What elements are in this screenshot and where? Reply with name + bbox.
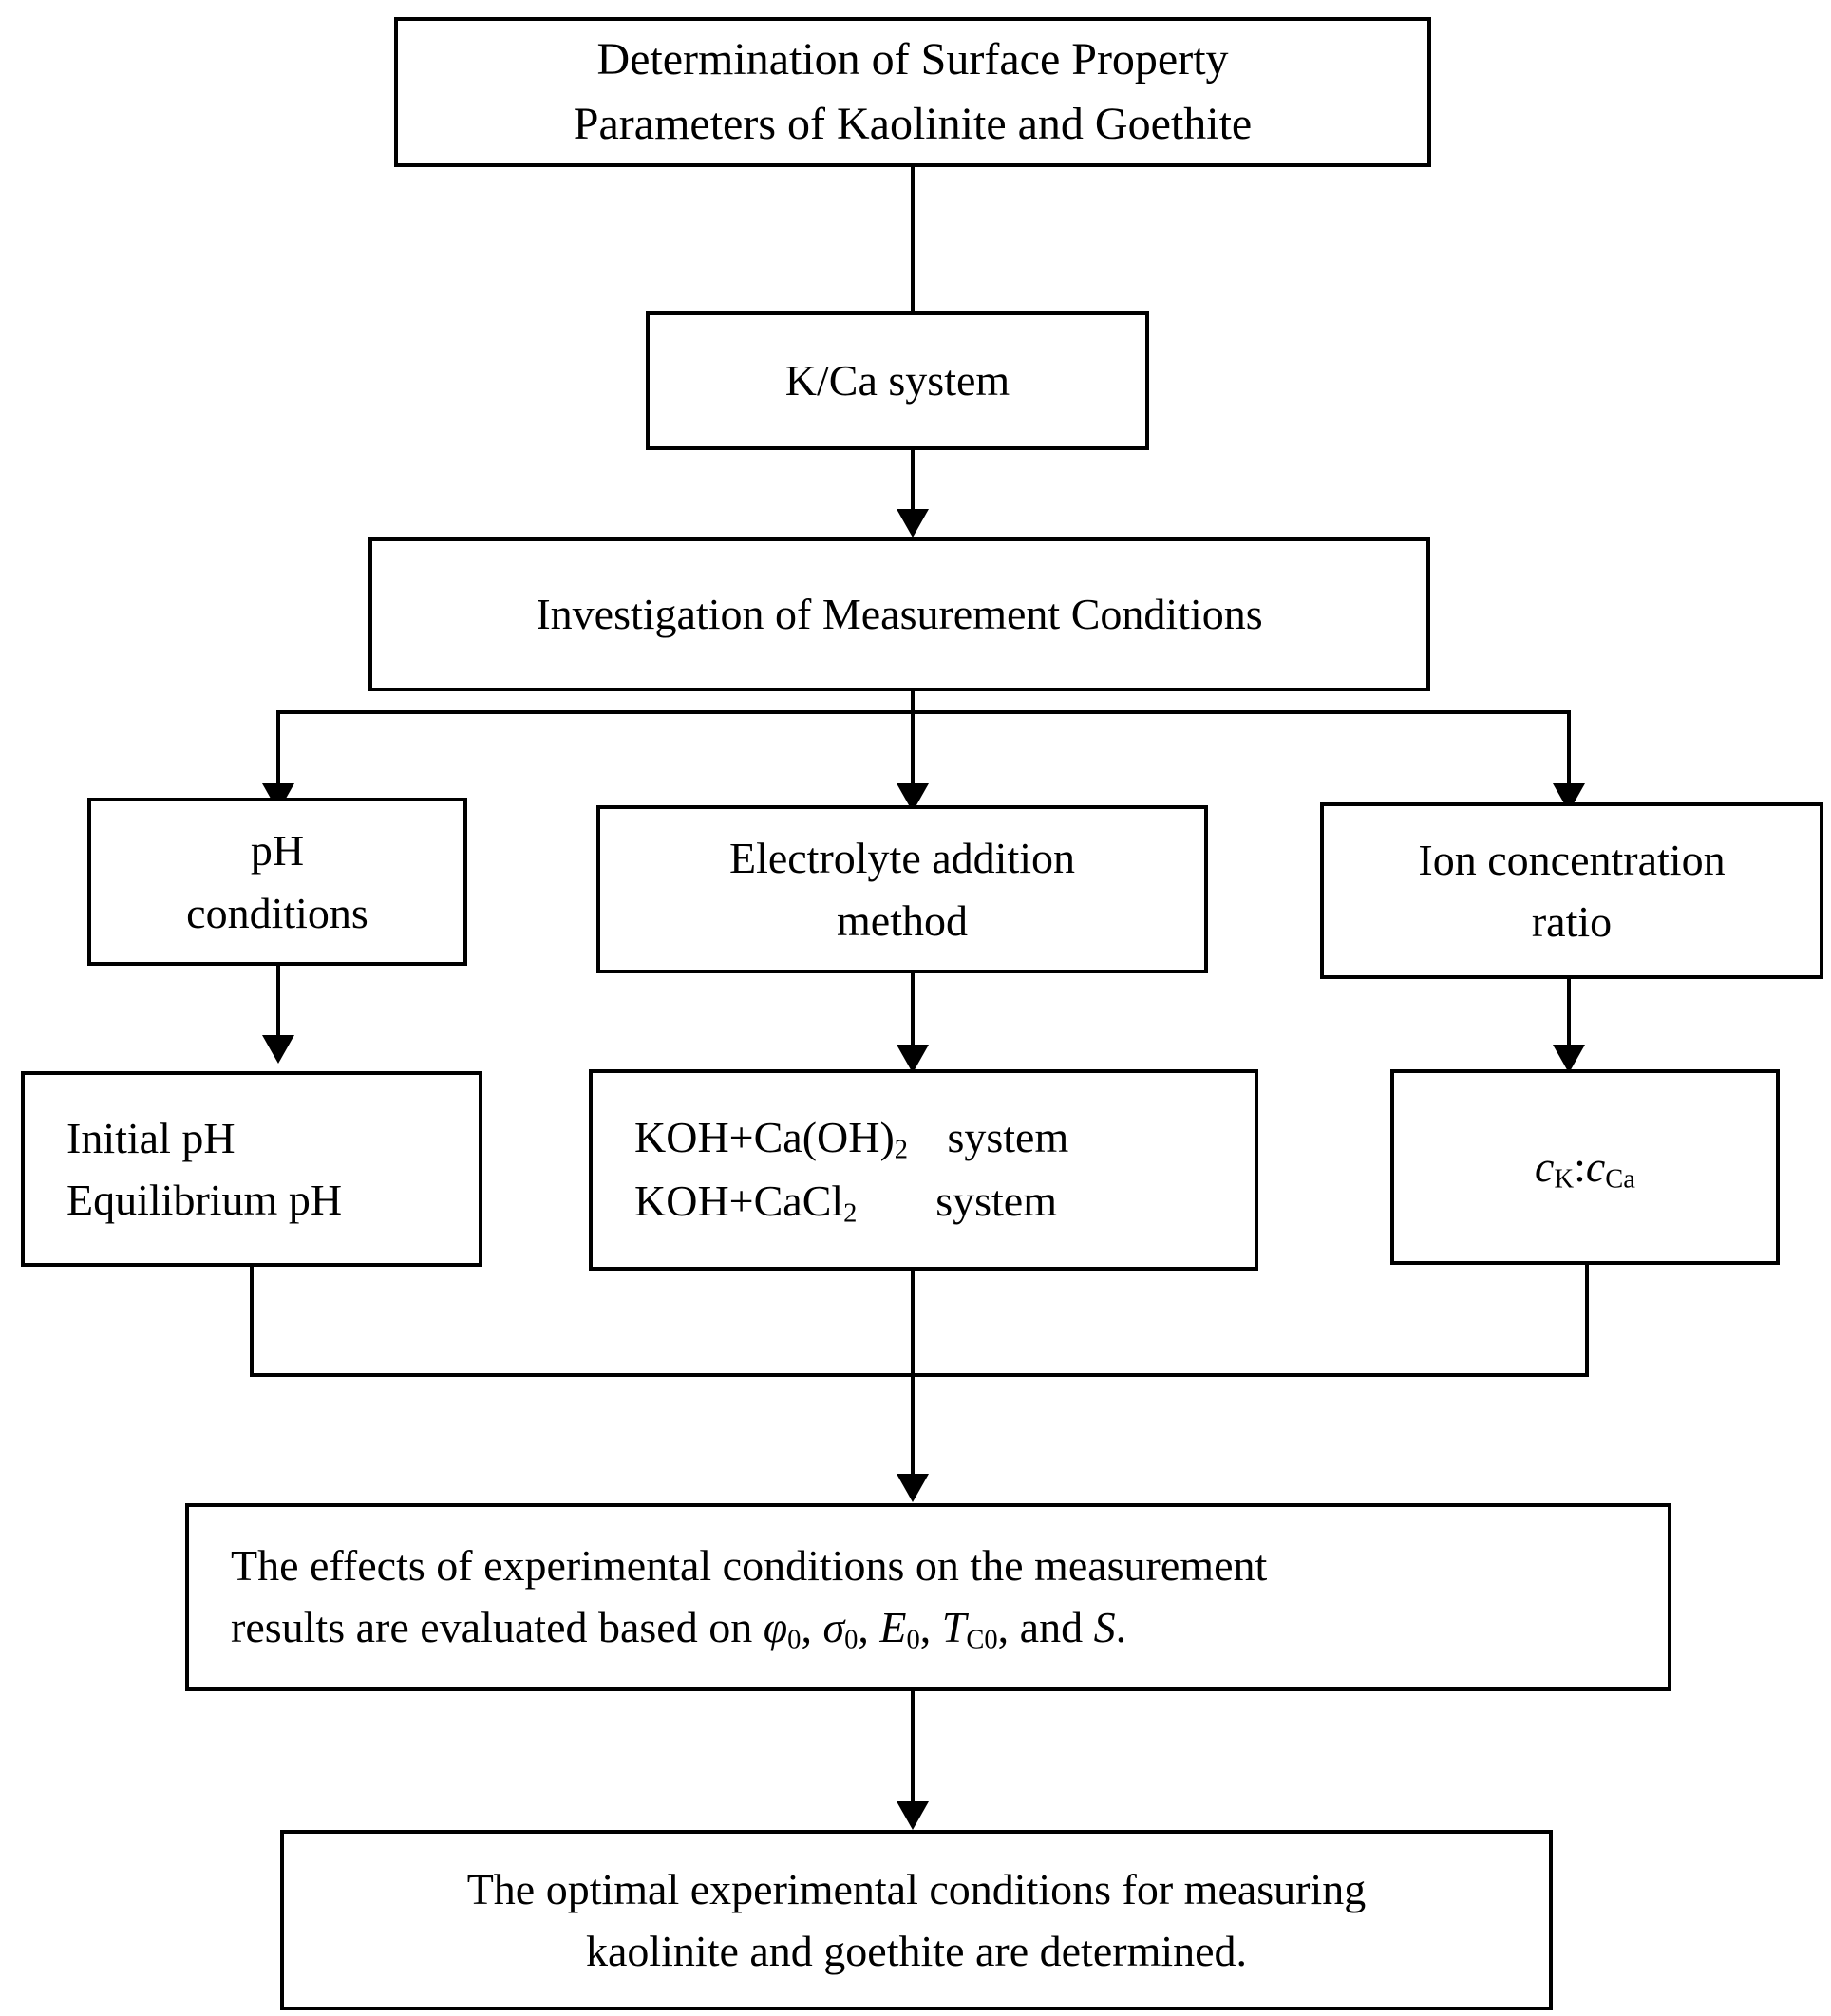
symbol-t-sub-2: 0 [984, 1625, 998, 1655]
node-evaluation-box: The effects of experimental conditions o… [185, 1503, 1671, 1691]
detail-ion-text: cK:cCa [1394, 1136, 1776, 1199]
branch-ph-text: pH conditions [91, 820, 463, 944]
edge-system-to-conditions [911, 450, 915, 523]
symbol-phi: φ [763, 1603, 788, 1652]
symbol-e-sub: 0 [906, 1625, 920, 1655]
edge-detailph-drop [250, 1267, 254, 1377]
arrow-branchph-to-detailph [262, 1035, 294, 1064]
conclusion-box-text: The optimal experimental conditions for … [284, 1858, 1549, 1983]
branch-electrolyte-line-2: method [837, 895, 968, 945]
symbol-phi-sub: 0 [787, 1625, 802, 1655]
node-branch-electrolyte: Electrolyte addition method [596, 805, 1208, 973]
detail-ion-sub-1: K [1554, 1163, 1575, 1194]
detail-ion-c-1: c [1535, 1141, 1555, 1191]
detail-ph-line-1: Initial pH [66, 1113, 236, 1162]
symbol-t: T [941, 1603, 967, 1652]
branch-ion-line-1: Ion concentration [1418, 835, 1726, 884]
edge-merge-stem [911, 1271, 915, 1489]
node-conclusion-box: The optimal experimental conditions for … [280, 1830, 1553, 2010]
node-branch-ion: Ion concentration ratio [1320, 802, 1823, 979]
node-conditions-box: Investigation of Measurement Conditions [368, 537, 1430, 691]
detail-ion-colon: : [1574, 1141, 1586, 1191]
detail-electrolyte-word-2: system [935, 1177, 1057, 1225]
arrow-system-to-conditions [897, 509, 929, 537]
node-detail-ph: Initial pH Equilibrium pH [21, 1071, 482, 1267]
evaluation-line-2: results are evaluated based on φ0, σ0, E… [231, 1603, 1127, 1654]
branch-ph-line-2: conditions [186, 888, 368, 937]
edge-branchion-to-detailion [1567, 979, 1571, 1047]
detail-electrolyte-row-2: KOH+CaCl2 system [634, 1177, 1057, 1229]
title-line-2: Parameters of Kaolinite and Goethite [573, 99, 1253, 149]
detail-electrolyte-word-1: system [947, 1113, 1069, 1162]
detail-ph-line-2: Equilibrium pH [66, 1176, 343, 1224]
evaluation-sep-4: , and [997, 1603, 1094, 1652]
detail-electrolyte-row-1: KOH+Ca(OH)2 system [634, 1113, 1069, 1164]
symbol-sigma-sub: 0 [844, 1625, 859, 1655]
edge-conditions-bus [276, 710, 1571, 714]
symbol-t-sub: C [966, 1625, 985, 1655]
evaluation-sep-2: , [858, 1603, 880, 1652]
node-branch-ph: pH conditions [87, 798, 467, 966]
edge-detailion-drop [1585, 1265, 1589, 1377]
node-detail-ion: cK:cCa [1390, 1069, 1780, 1265]
branch-ph-line-1: pH [250, 826, 305, 876]
conclusion-line-1: The optimal experimental conditions for … [466, 1864, 1367, 1913]
edge-bus-drop-right [1567, 710, 1571, 798]
detail-electrolyte-sub-1: 2 [894, 1135, 909, 1165]
detail-ion-sub-2: Ca [1605, 1163, 1635, 1194]
edge-bus-drop-left [276, 710, 280, 798]
edge-branchelec-to-detailelec [911, 973, 915, 1047]
node-title-box: Determination of Surface Property Parame… [394, 17, 1431, 167]
detail-ph-text: Initial pH Equilibrium pH [25, 1107, 479, 1232]
branch-electrolyte-text: Electrolyte addition method [600, 827, 1204, 951]
conclusion-line-2: kaolinite and goethite are determined. [585, 1927, 1248, 1975]
conditions-box-text: Investigation of Measurement Conditions [536, 590, 1263, 639]
branch-ion-text: Ion concentration ratio [1324, 829, 1820, 953]
detail-electrolyte-formula-1: KOH+Ca(OH) [634, 1113, 895, 1162]
title-line-1: Determination of Surface Property [596, 33, 1229, 85]
symbol-s: S [1093, 1603, 1116, 1652]
evaluation-sep-1: , [801, 1603, 823, 1652]
detail-electrolyte-formula-2: KOH+CaCl [634, 1177, 844, 1225]
branch-ion-line-2: ratio [1531, 897, 1613, 946]
evaluation-box-text: The effects of experimental conditions o… [189, 1535, 1668, 1660]
evaluation-line-2-lead: results are evaluated based on [231, 1603, 764, 1652]
system-box-text: K/Ca system [784, 356, 1010, 405]
node-system-box: K/Ca system [646, 311, 1149, 450]
edge-conditions-stem [911, 691, 915, 798]
arrow-branchelec-to-detailelec [897, 1045, 929, 1073]
edge-title-to-system [911, 167, 915, 311]
edge-branchph-to-detailph [276, 966, 280, 1038]
edge-merge-bus [250, 1373, 1589, 1377]
arrow-evaluation-to-conclusion [897, 1801, 929, 1830]
symbol-e: E [879, 1603, 907, 1652]
evaluation-period: . [1115, 1603, 1127, 1652]
detail-ion-c-2: c [1585, 1141, 1606, 1191]
node-title-text: Determination of Surface Property Parame… [398, 28, 1427, 157]
arrow-branchion-to-detailion [1553, 1045, 1585, 1073]
evaluation-line-1: The effects of experimental conditions o… [231, 1540, 1268, 1590]
detail-electrolyte-sub-2: 2 [843, 1198, 858, 1229]
branch-electrolyte-line-1: Electrolyte addition [728, 834, 1076, 883]
edge-evaluation-to-conclusion [911, 1691, 915, 1815]
symbol-sigma: σ [822, 1603, 845, 1652]
arrow-merge-to-evaluation [897, 1474, 929, 1502]
evaluation-sep-3: , [919, 1603, 942, 1652]
